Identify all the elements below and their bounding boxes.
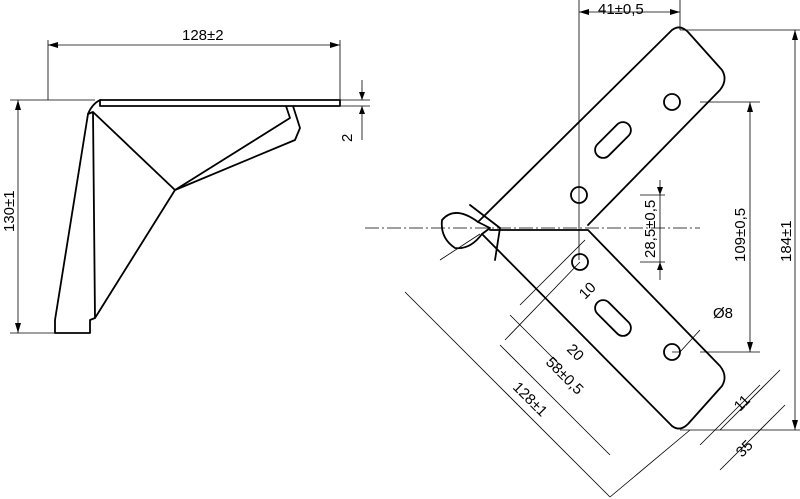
arm-length-dimension-label: 128±1: [509, 379, 550, 420]
top-dimension-lines: [404, 0, 800, 498]
slot-dimension-label: 20: [563, 341, 587, 365]
hole-offset-dimension-label: 10: [576, 279, 600, 303]
holes: [570, 93, 681, 361]
slot: [594, 121, 632, 159]
slot: [594, 299, 632, 337]
hole-pitch-dimension-label: 58±0,5: [542, 354, 586, 398]
arm-width-dimension-label: 35: [733, 437, 757, 461]
hole-span-dimension-label: 109±0,5: [732, 208, 749, 262]
hole: [663, 93, 681, 111]
leg-inner-edges: [87, 99, 293, 319]
pivot-foot: [440, 204, 501, 261]
lower-arm-outline: [481, 229, 726, 430]
center-hole-dimension-label: 28,5±0,5: [642, 200, 659, 258]
top-view: 41±0,5 109±0,5 184±1 28,5±0,5 10 Ø8 20 5…: [365, 0, 800, 498]
leg-outline: [54, 99, 341, 334]
thickness-dimension-label: 2: [339, 134, 356, 142]
side-dimension-lines: [10, 40, 370, 334]
hole-diameter-dimension-label: Ø8: [713, 305, 733, 322]
width-dimension-label: 128±2: [182, 27, 224, 44]
upper-arm-outline: [477, 26, 726, 226]
hole: [571, 253, 589, 271]
offset-dimension-label: 41±0,5: [598, 1, 644, 18]
edge-dimension-label: 11: [731, 392, 754, 415]
height-dimension-label: 130±1: [1, 190, 18, 232]
overall-height-dimension-label: 184±1: [778, 220, 795, 262]
side-view: 128±2 2 130±1: [1, 27, 370, 334]
